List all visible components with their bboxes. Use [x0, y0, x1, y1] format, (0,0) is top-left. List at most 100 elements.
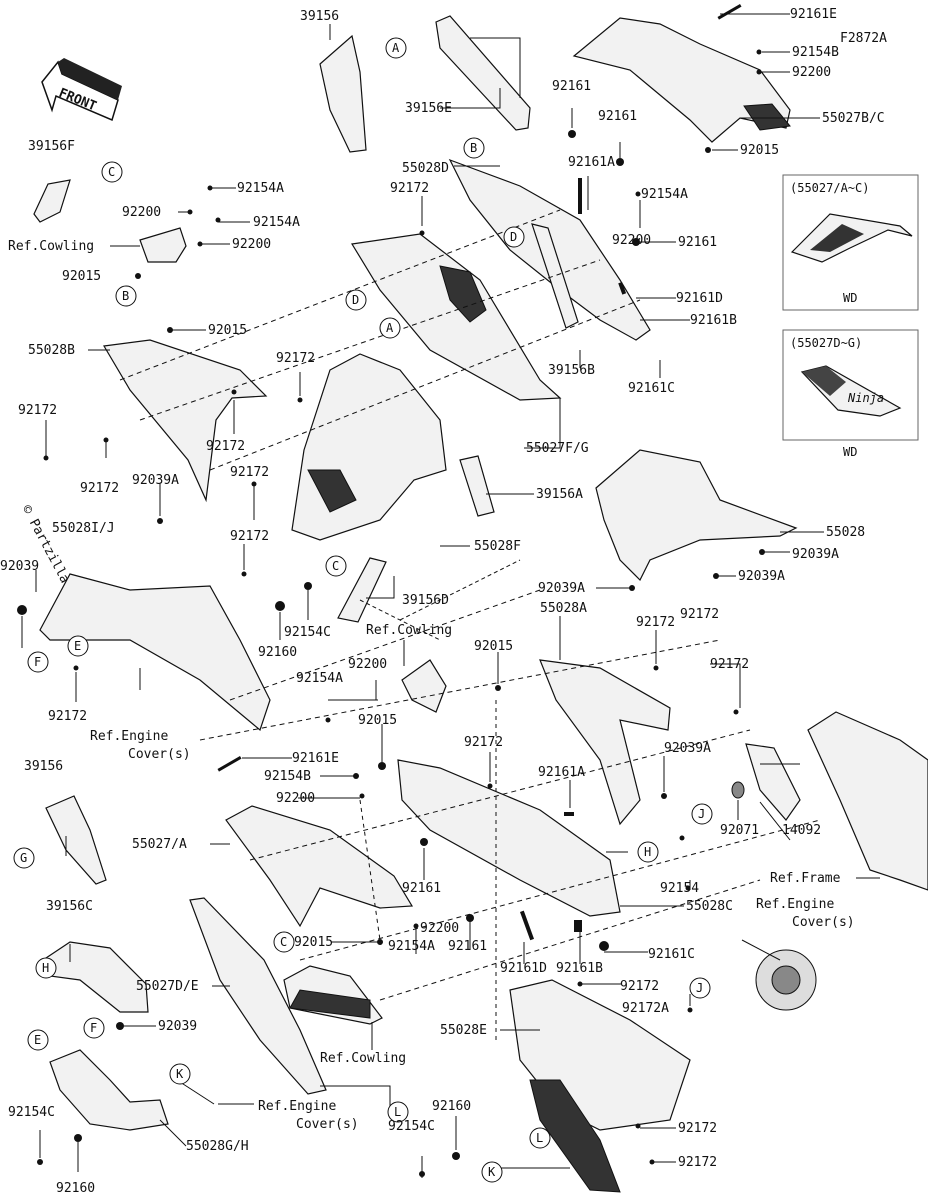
label-ref-engine-2b: Cover(s) — [792, 915, 855, 930]
label-92039A-4: 92039A — [738, 569, 785, 584]
label-92039A-5: 92039A — [664, 741, 711, 756]
label-55028E: 55028E — [440, 1023, 487, 1038]
label-92161-1: 92161 — [552, 79, 591, 94]
label-92172-m: 92172 — [678, 1121, 717, 1136]
callout-K2: K — [481, 1161, 503, 1183]
label-92161D-2: 92161D — [500, 961, 547, 976]
svg-text:H: H — [42, 961, 49, 975]
label-ref-cowling-1: Ref.Cowling — [8, 239, 94, 254]
label-55028B: 55028B — [28, 343, 75, 358]
label-92015-6: 92015 — [294, 935, 333, 950]
part-55027FG-vent — [439, 265, 487, 323]
label-92160-3: 92160 — [432, 1099, 471, 1114]
part-92071 — [731, 781, 745, 799]
label-92039-2: 92039 — [158, 1019, 197, 1034]
part-shapes — [33, 15, 928, 1193]
label-92154C-3: 92154C — [388, 1119, 435, 1134]
label-92200-1: 92200 — [122, 205, 161, 220]
label-92200-6: 92200 — [420, 921, 459, 936]
callout-F2: F — [83, 1017, 105, 1039]
label-ref-engine-3b: Cover(s) — [296, 1117, 359, 1132]
label-92172-k: 92172 — [464, 735, 503, 750]
label-92161-2: 92161 — [598, 109, 637, 124]
label-92172-e: 92172 — [230, 465, 269, 480]
svg-text:E: E — [74, 639, 81, 653]
callout-D1: D — [503, 226, 525, 248]
label-55027FG: 55027F/G — [526, 441, 589, 456]
label-92200-top: 92200 — [792, 65, 831, 80]
label-92161E-2: 92161E — [292, 751, 339, 766]
label-92154A-5: 92154A — [388, 939, 435, 954]
svg-text:E: E — [34, 1033, 41, 1047]
label-92172-f: 92172 — [230, 529, 269, 544]
label-14092: 14092 — [782, 823, 821, 838]
inset-55027-d-g: (55027D~G) Ninja WD — [782, 329, 919, 459]
callout-L1: L — [387, 1101, 409, 1123]
part-55028GH — [49, 1049, 169, 1131]
part-inner-panel — [291, 353, 447, 541]
part-39156B — [531, 223, 579, 329]
label-ref-cowling-3: Ref.Cowling — [320, 1051, 406, 1066]
part-39156C — [39, 941, 149, 1013]
svg-text:F: F — [90, 1021, 97, 1035]
label-ref-engine-2a: Ref.Engine — [756, 897, 834, 912]
label-92200-3: 92200 — [612, 233, 651, 248]
label-92161C-2: 92161C — [648, 947, 695, 962]
svg-text:J: J — [696, 981, 703, 995]
label-39156-top: 39156 — [300, 9, 339, 24]
label-92172-l: 92172 — [620, 979, 659, 994]
label-92200-2: 92200 — [232, 237, 271, 252]
inset1-title: (55027/A~C) — [790, 181, 869, 195]
label-55028C: 55028C — [686, 899, 733, 914]
label-92154B-2: 92154B — [264, 769, 311, 784]
label-92172-i: 92172 — [680, 607, 719, 622]
inset1-caption: WD — [843, 291, 857, 305]
inset2-decal-text: Ninja — [847, 391, 884, 405]
label-92015-1: 92015 — [62, 269, 101, 284]
label-92160-2: 92160 — [56, 1181, 95, 1196]
label-92015-2: 92015 — [208, 323, 247, 338]
part-55027DE — [189, 897, 327, 1095]
callout-C3: C — [273, 931, 295, 953]
part-39156A — [459, 455, 495, 517]
callout-F1: F — [27, 651, 49, 673]
label-92015-3: 92015 — [740, 143, 779, 158]
part-bracket-lower-dark — [289, 989, 371, 1019]
part-55027BC-vent — [743, 103, 791, 131]
svg-text:F: F — [34, 655, 41, 669]
part-39156-top — [319, 34, 367, 153]
callout-B1: B — [463, 137, 485, 159]
svg-text:A: A — [386, 321, 394, 335]
label-92172-a: 92172 — [276, 351, 315, 366]
label-92154B-top: 92154B — [792, 45, 839, 60]
label-92172-h: 92172 — [636, 615, 675, 630]
label-39156F: 39156F — [28, 139, 75, 154]
callout-J1: J — [691, 803, 713, 825]
label-92161A-2: 92161A — [538, 765, 585, 780]
svg-text:D: D — [510, 230, 517, 244]
label-92154A-3: 92154A — [641, 187, 688, 202]
label-92172-d: 92172 — [80, 481, 119, 496]
label-39156B: 39156B — [548, 363, 595, 378]
svg-text:C: C — [280, 935, 287, 949]
part-55028C — [397, 759, 621, 917]
svg-text:D: D — [352, 293, 359, 307]
label-92172-g: 92172 — [48, 709, 87, 724]
label-92039A-1: 92039A — [132, 473, 179, 488]
label-92039A-2: 92039A — [792, 547, 839, 562]
label-92071: 92071 — [720, 823, 759, 838]
svg-text:L: L — [394, 1105, 401, 1119]
part-55028A — [539, 659, 671, 826]
callout-circles: A B C B D D A C E F J G H C H J E F K L … — [13, 37, 713, 1183]
part-39156-mid — [45, 795, 107, 885]
callout-A1: A — [385, 37, 407, 59]
part-frame — [807, 711, 928, 891]
label-92172-b: 92172 — [18, 403, 57, 418]
part-39156E — [435, 15, 531, 131]
label-39156D: 39156D — [402, 593, 449, 608]
svg-text:B: B — [122, 289, 129, 303]
figure-code: F2872A — [840, 31, 887, 46]
label-55027A: 55027/A — [132, 837, 187, 852]
callout-C2: C — [325, 555, 347, 577]
callout-B2: B — [115, 285, 137, 307]
